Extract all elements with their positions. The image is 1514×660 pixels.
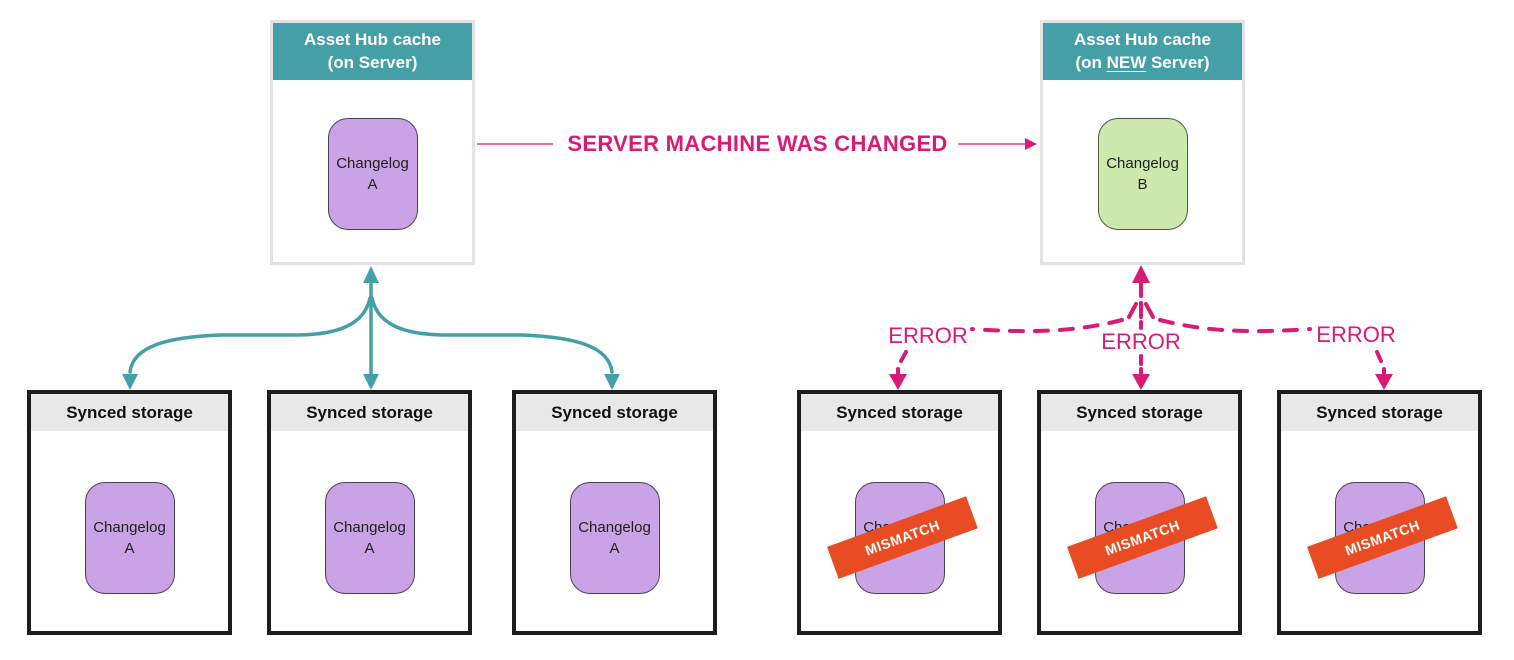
synced-storage-4-body: Changelog A MISMATCH bbox=[801, 431, 998, 631]
synced-storage-3-title: Synced storage bbox=[516, 394, 713, 431]
error-fan-left bbox=[1127, 302, 1138, 319]
changelog-label: Changelog bbox=[336, 155, 409, 172]
sync-arrowhead-down-left bbox=[122, 374, 138, 390]
changelog-a-chip: Changelog A bbox=[84, 482, 175, 594]
hub-title-line1: Asset Hub cache bbox=[304, 29, 441, 49]
synced-storage-4: Synced storage Changelog A MISMATCH bbox=[797, 390, 1002, 635]
synced-storage-5: Synced storage Changelog A MISMATCH bbox=[1037, 390, 1242, 635]
sync-arrowhead-up bbox=[363, 266, 379, 283]
sync-arrows bbox=[122, 266, 620, 390]
server-changed-label: SERVER MACHINE WAS CHANGED bbox=[567, 131, 948, 156]
changelog-label: Changelog bbox=[578, 519, 651, 536]
changelog-label: Changelog bbox=[93, 519, 166, 536]
synced-storage-3-body: Changelog A bbox=[516, 431, 713, 631]
error-fan-right bbox=[1144, 302, 1155, 319]
asset-hub-cache-new-server: Asset Hub cache (on NEW Server) Changelo… bbox=[1040, 20, 1245, 265]
changelog-a-chip: Changelog A bbox=[324, 482, 415, 594]
asset-hub-cache-server: Asset Hub cache (on Server) Changelog A bbox=[270, 20, 475, 265]
changelog-version: A bbox=[367, 176, 378, 193]
synced-storage-6: Synced storage Changelog A MISMATCH bbox=[1277, 390, 1482, 635]
synced-storage-3: Synced storage Changelog A bbox=[512, 390, 717, 635]
changelog-a-chip: Changelog A bbox=[327, 118, 418, 230]
changelog-version: A bbox=[609, 540, 620, 557]
error-label-2: ERROR bbox=[1101, 329, 1181, 354]
asset-hub-cache-new-server-body: Changelog B bbox=[1043, 80, 1242, 262]
error-arrowhead-up bbox=[1132, 265, 1150, 283]
synced-storage-1: Synced storage Changelog A bbox=[27, 390, 232, 635]
error-label-3: ERROR bbox=[1316, 322, 1396, 347]
error-label-1: ERROR bbox=[888, 323, 968, 348]
changelog-version: A bbox=[124, 540, 135, 557]
hub-title-line2: (on NEW Server) bbox=[1075, 52, 1209, 75]
changelog-version: A bbox=[364, 540, 375, 557]
synced-storage-5-body: Changelog A MISMATCH bbox=[1041, 431, 1238, 631]
synced-storage-1-body: Changelog A bbox=[31, 431, 228, 631]
synced-storage-2: Synced storage Changelog A bbox=[267, 390, 472, 635]
synced-storage-2-body: Changelog A bbox=[271, 431, 468, 631]
synced-storage-6-title: Synced storage bbox=[1281, 394, 1478, 431]
changelog-a-chip: Changelog A bbox=[569, 482, 660, 594]
error-down-dash-right bbox=[1375, 350, 1383, 363]
error-arrowhead-down-right bbox=[1375, 374, 1393, 390]
asset-hub-cache-server-header: Asset Hub cache (on Server) bbox=[273, 23, 472, 80]
sync-branch-right bbox=[370, 296, 614, 374]
error-arrowhead-down-center bbox=[1132, 374, 1150, 390]
changelog-version: B bbox=[1137, 176, 1148, 193]
changelog-b-chip: Changelog B bbox=[1097, 118, 1188, 230]
sync-arrowhead-down-right bbox=[604, 374, 620, 390]
sync-branch-left bbox=[128, 296, 372, 374]
hub-title-line2-prefix: (on bbox=[1075, 52, 1107, 72]
hub-title-line2: (on Server) bbox=[327, 52, 418, 72]
asset-hub-cache-server-body: Changelog A bbox=[273, 80, 472, 262]
sync-arrowhead-down-center bbox=[363, 374, 379, 390]
synced-storage-1-title: Synced storage bbox=[31, 394, 228, 431]
hub-title-line1: Asset Hub cache bbox=[1074, 29, 1211, 49]
synced-storage-4-title: Synced storage bbox=[801, 394, 998, 431]
hub-title-line2-suffix: Server) bbox=[1146, 52, 1210, 72]
synced-storage-5-title: Synced storage bbox=[1041, 394, 1238, 431]
synced-storage-2-title: Synced storage bbox=[271, 394, 468, 431]
changelog-label: Changelog bbox=[333, 519, 406, 536]
error-arrowhead-down-left bbox=[889, 374, 907, 390]
changelog-label: Changelog bbox=[1106, 155, 1179, 172]
asset-hub-cache-new-server-header: Asset Hub cache (on NEW Server) bbox=[1043, 23, 1242, 80]
synced-storage-6-body: Changelog A MISMATCH bbox=[1281, 431, 1478, 631]
hub-title-new-underlined: NEW bbox=[1106, 52, 1147, 72]
error-down-dash-left bbox=[899, 350, 908, 363]
